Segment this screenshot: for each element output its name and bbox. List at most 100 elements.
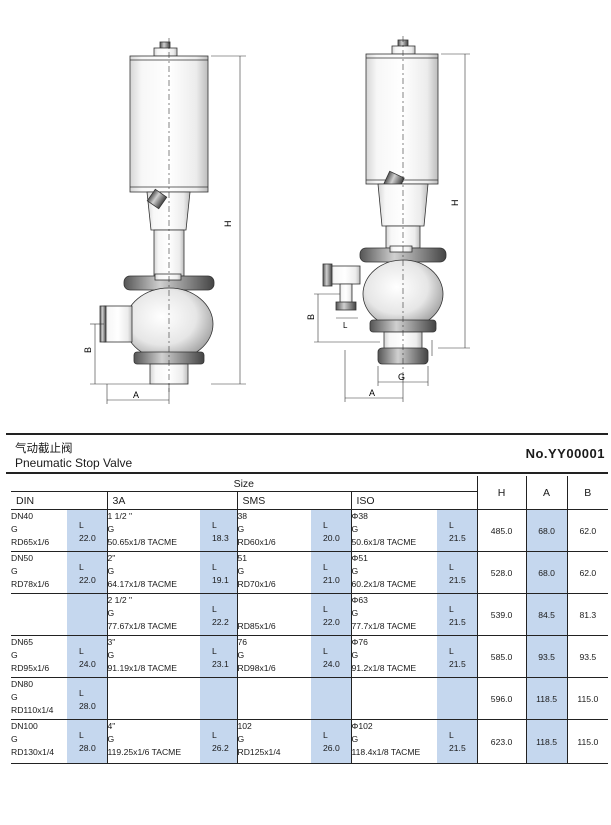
sms-l-value — [323, 700, 351, 713]
din-name: DN100 — [11, 721, 38, 731]
3a-l-label — [212, 687, 237, 700]
dim-b-cell: 62.0 — [566, 551, 609, 594]
sms-name: 76 — [237, 637, 248, 647]
right-dim-h-label: H — [450, 200, 460, 207]
left-dim-h-label: H — [223, 221, 233, 228]
din-name: DN65 — [11, 637, 33, 647]
col-header-h: H — [476, 476, 527, 510]
din-l-value: 22.0 — [79, 575, 96, 585]
dim-a-cell: 68.0 — [525, 509, 568, 552]
sms-spec: RD98x1/6 — [237, 663, 276, 673]
col-header-a: A — [525, 476, 568, 510]
3a-name: 2" — [107, 553, 116, 563]
sms-name — [238, 594, 312, 607]
iso-name — [352, 678, 438, 691]
3a-name — [108, 678, 201, 691]
din-length-cell: L 22.0 — [67, 551, 107, 594]
din-l-label: L — [79, 520, 84, 530]
col-header-3a: 3A — [106, 491, 237, 510]
din-spec-cell — [11, 593, 67, 636]
left-dim-a-label: A — [133, 390, 139, 400]
sms-l-label — [323, 687, 351, 700]
product-title-en: Pneumatic Stop Valve — [15, 456, 133, 470]
iso-g: G — [351, 734, 359, 744]
sms-spec: RD60x1/6 — [237, 537, 276, 547]
din-l-label: L — [79, 562, 84, 572]
3a-name: 2 1/2 " — [107, 595, 133, 605]
3a-length-cell — [200, 677, 237, 720]
dim-b-cell: 93.5 — [566, 635, 609, 678]
iso-l-label: L — [449, 646, 454, 656]
left-dimension-lines — [90, 55, 246, 404]
din-spec: RD78x1/6 — [11, 579, 50, 589]
sms-l-label: L — [323, 646, 328, 656]
iso-l-value: 21.5 — [449, 743, 466, 753]
din-l-label: L — [79, 688, 84, 698]
valve-technical-drawing: H A B — [83, 36, 470, 404]
dim-a-cell: 68.0 — [525, 551, 568, 594]
right-dim-l-label: L — [343, 321, 348, 330]
3a-spec: 50.65x1/8 TACME — [107, 537, 177, 547]
sms-spec: RD70x1/6 — [237, 579, 276, 589]
din-l-value: 28.0 — [79, 701, 96, 711]
sms-l-value: 24.0 — [323, 659, 340, 669]
3a-l-label: L — [212, 604, 217, 614]
3a-g — [108, 691, 201, 704]
din-name: DN40 — [11, 511, 33, 521]
size-header: Size — [11, 476, 478, 492]
sms-spec-cell — [236, 677, 311, 720]
3a-l-value: 19.1 — [212, 575, 229, 585]
din-l-label: L — [79, 646, 84, 656]
iso-g: G — [351, 608, 359, 618]
iso-spec — [352, 704, 438, 717]
dim-h-cell: 585.0 — [476, 635, 527, 678]
3a-l-value: 18.3 — [212, 533, 229, 543]
dim-a-cell: 118.5 — [525, 677, 568, 720]
din-g: G — [11, 650, 18, 660]
3a-l-label: L — [212, 730, 217, 740]
din-length-cell: L 28.0 — [67, 677, 107, 720]
din-g: G — [11, 524, 18, 534]
iso-g — [352, 691, 438, 704]
header-rule-top — [6, 433, 608, 435]
sms-spec: RD85x1/6 — [237, 621, 276, 631]
right-valve-view — [322, 36, 447, 372]
iso-g: G — [351, 566, 359, 576]
right-dim-g-label: G — [398, 372, 405, 382]
right-dimension-lines — [314, 53, 470, 402]
sms-g: G — [237, 734, 245, 744]
model-number: No.YY00001 — [525, 446, 605, 461]
din-l-value: 22.0 — [79, 533, 96, 543]
din-name: DN50 — [11, 553, 33, 563]
sms-name: 102 — [237, 721, 252, 731]
din-spec: RD65x1/6 — [11, 537, 50, 547]
iso-g: G — [351, 650, 359, 660]
din-spec: RD95x1/6 — [11, 663, 50, 673]
dim-h-cell: 485.0 — [476, 509, 527, 552]
din-g: G — [11, 734, 18, 744]
iso-spec: 118.4x1/8 TACME — [351, 747, 421, 757]
col-header-b: B — [566, 476, 609, 510]
